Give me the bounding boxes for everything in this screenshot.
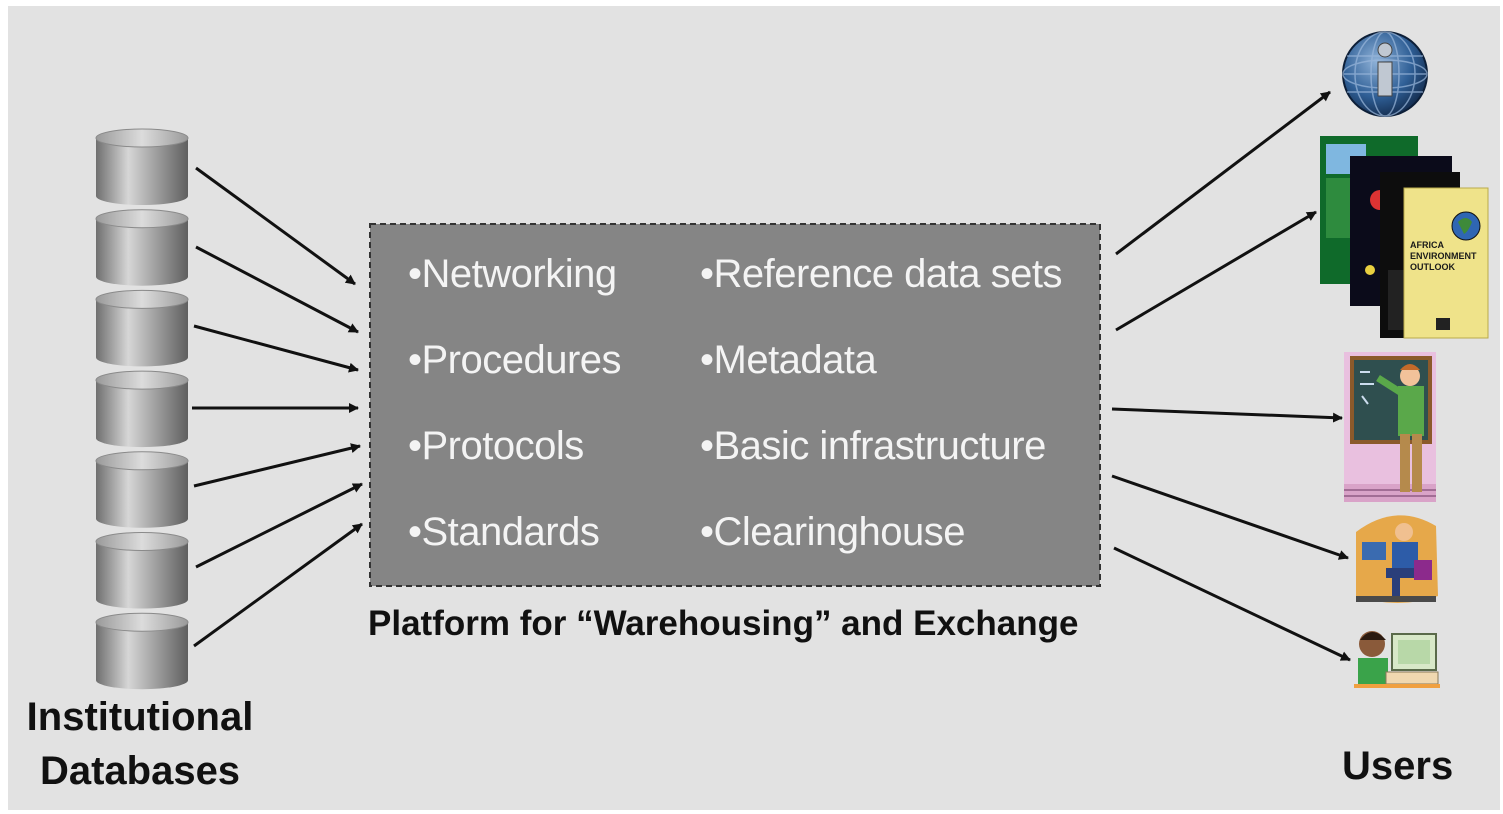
database-cylinder-icon (95, 532, 189, 609)
book-cover-title: AFRICA ENVIRONMENT OUTLOOK (1410, 240, 1477, 272)
incoming-arrows (192, 166, 363, 648)
arrow-user5 (1113, 546, 1351, 662)
arrow-db3 (193, 324, 359, 373)
databases-label-line2: Databases (39, 749, 241, 793)
arrow-db6 (195, 482, 363, 569)
platform-item-reference-data: •Reference data sets (700, 252, 1063, 296)
platform-item-protocols: •Protocols (408, 424, 584, 468)
database-cylinder-icon (95, 209, 189, 286)
globe-info-icon (1342, 31, 1428, 117)
database-cylinder-icon (95, 370, 189, 448)
arrow-db1 (195, 166, 356, 286)
platform-item-basic-infrastructure: •Basic infrastructure (700, 424, 1046, 468)
arrow-user3 (1111, 407, 1343, 423)
platform-item-metadata: •Metadata (700, 338, 877, 382)
platform-item-clearinghouse: •Clearinghouse (700, 510, 965, 554)
users-label: Users (1342, 744, 1454, 788)
child-computer-icon (1354, 631, 1440, 688)
arrow-db5 (193, 443, 361, 488)
teacher-blackboard-icon (1344, 352, 1436, 502)
platform-item-procedures: •Procedures (408, 338, 622, 382)
database-cylinder-icon (95, 289, 189, 367)
database-cylinder-icon (95, 128, 189, 205)
platform-item-networking: •Networking (408, 252, 617, 296)
arrow-user4 (1111, 474, 1349, 560)
arrow-user2 (1115, 210, 1317, 332)
databases-label-line1: Institutional (26, 695, 254, 739)
platform-box (369, 223, 1101, 587)
database-stack (95, 128, 189, 690)
arrow-user1 (1115, 90, 1331, 256)
platform-item-standards: •Standards (408, 510, 600, 554)
publication-covers-icon (1320, 136, 1489, 339)
outgoing-arrows (1111, 90, 1351, 662)
platform-caption: Platform for “Warehousing” and Exchange (368, 604, 1079, 643)
office-worker-icon (1356, 515, 1438, 603)
arrow-db2 (195, 245, 359, 334)
database-cylinder-icon (95, 451, 189, 528)
arrow-db7 (193, 522, 363, 648)
databases-label: Institutional Databases (22, 690, 258, 798)
database-cylinder-icon (95, 612, 189, 690)
